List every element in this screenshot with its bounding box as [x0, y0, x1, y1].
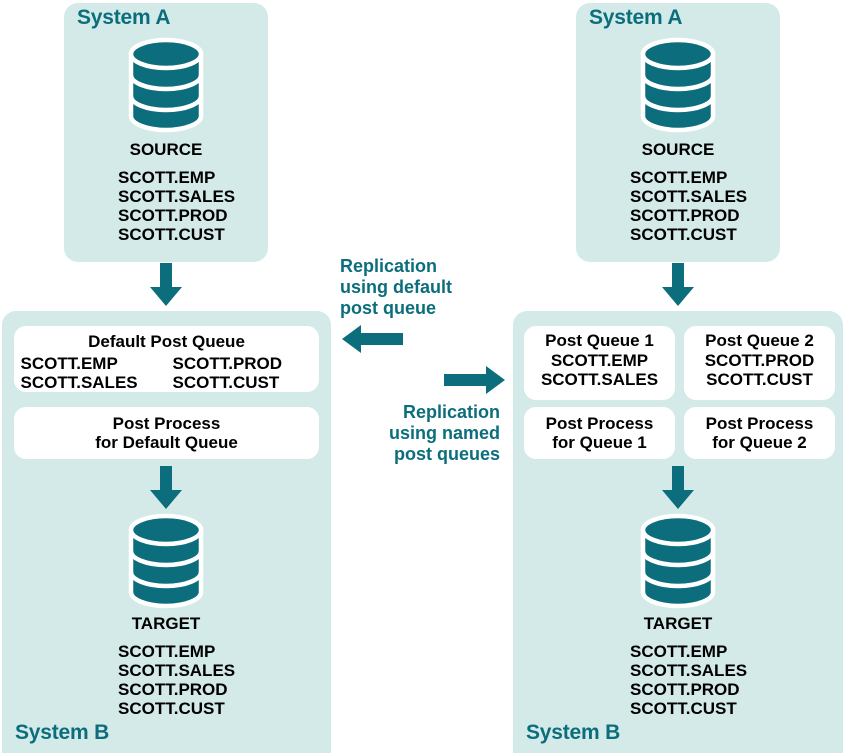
post-queue-2-title: Post Queue 2: [705, 331, 814, 350]
list-item: SCOTT.PROD: [172, 354, 283, 373]
named-replication-label: Replication using named post queues: [389, 402, 500, 465]
post-process-1-line-2: for Queue 1: [552, 433, 647, 452]
database-cylinder-icon: [639, 36, 717, 134]
list-item: SCOTT.EMP: [118, 642, 216, 661]
list-item: SCOTT.SALES: [630, 187, 748, 206]
list-item: SCOTT.PROD: [118, 680, 228, 699]
post-process-line-2: for Default Queue: [95, 433, 238, 452]
arrow-down-icon: [660, 263, 696, 307]
system-b-label-left: System B: [15, 721, 110, 744]
default-post-queue-card: Default Post Queue SCOTT.EMP SCOTT.PROD …: [14, 326, 319, 392]
arrow-down-icon: [148, 466, 184, 510]
list-item: SCOTT.SALES: [20, 373, 138, 392]
post-queue-1-title: Post Queue 1: [545, 331, 654, 350]
target-table-list-right: SCOTT.EMP SCOTT.SALES SCOTT.PROD SCOTT.C…: [630, 642, 747, 718]
list-item: SCOTT.CUST: [118, 699, 225, 718]
list-item: SCOTT.EMP: [550, 351, 649, 370]
target-table-list-left: SCOTT.EMP SCOTT.SALES SCOTT.PROD SCOTT.C…: [118, 642, 235, 718]
post-process-1-line-1: Post Process: [545, 414, 654, 433]
list-item: SCOTT.PROD: [630, 206, 740, 225]
list-item: SCOTT.CUST: [706, 370, 813, 389]
list-item: SCOTT.CUST: [118, 225, 225, 244]
default-replication-line-1: Replication: [340, 256, 438, 276]
list-item: SCOTT.EMP: [20, 354, 118, 373]
named-replication-line-3: post queues: [393, 444, 500, 464]
system-a-label-right: System A: [589, 6, 683, 29]
post-process-queue-1-card: Post Process for Queue 1: [524, 407, 675, 459]
list-item: SCOTT.SALES: [118, 187, 236, 206]
post-process-2-line-1: Post Process: [705, 414, 814, 433]
list-item: SCOTT.PROD: [630, 680, 740, 699]
list-item: SCOTT.SALES: [540, 370, 659, 389]
list-item: SCOTT.CUST: [172, 373, 280, 392]
list-item: SCOTT.PROD: [704, 351, 815, 370]
arrow-down-icon: [148, 263, 184, 307]
arrow-right-icon: [443, 365, 505, 395]
list-item: SCOTT.CUST: [630, 699, 737, 718]
default-replication-line-2: using default: [340, 277, 452, 297]
target-caption-left: TARGET: [131, 614, 201, 633]
list-item: SCOTT.EMP: [630, 168, 728, 187]
default-replication-line-3: post queue: [340, 298, 437, 318]
named-replication-line-1: Replication: [402, 402, 500, 422]
system-a-label-left: System A: [77, 6, 171, 29]
default-post-queue-title: Default Post Queue: [88, 332, 245, 351]
list-item: SCOTT.SALES: [630, 661, 748, 680]
target-caption-right: TARGET: [643, 614, 713, 633]
source-table-list-left: SCOTT.EMP SCOTT.SALES SCOTT.PROD SCOTT.C…: [118, 168, 235, 244]
list-item: SCOTT.EMP: [630, 642, 728, 661]
arrow-left-icon: [342, 324, 404, 354]
default-post-queue-tables: SCOTT.EMP SCOTT.PROD SCOTT.SALES SCOTT.C…: [21, 354, 313, 392]
arrow-down-icon: [660, 466, 696, 510]
default-replication-label: Replication using default post queue: [340, 256, 452, 319]
post-process-2-line-2: for Queue 2: [712, 433, 807, 452]
post-queue-1-card: Post Queue 1 SCOTT.EMP SCOTT.SALES: [524, 326, 675, 400]
database-cylinder-icon: [127, 36, 205, 134]
post-queue-2-card: Post Queue 2 SCOTT.PROD SCOTT.CUST: [684, 326, 835, 400]
default-post-process-card: Post Process for Default Queue: [14, 407, 319, 459]
system-b-label-right: System B: [526, 721, 621, 744]
database-cylinder-icon: [127, 512, 205, 610]
post-process-queue-2-card: Post Process for Queue 2: [684, 407, 835, 459]
source-caption-left: SOURCE: [129, 140, 203, 159]
list-item: SCOTT.SALES: [118, 661, 236, 680]
list-item: SCOTT.PROD: [118, 206, 228, 225]
named-replication-line-2: using named: [388, 423, 500, 443]
list-item: SCOTT.CUST: [630, 225, 737, 244]
source-caption-right: SOURCE: [641, 140, 715, 159]
list-item: SCOTT.EMP: [118, 168, 216, 187]
post-process-line-1: Post Process: [112, 414, 221, 433]
database-cylinder-icon: [639, 512, 717, 610]
source-table-list-right: SCOTT.EMP SCOTT.SALES SCOTT.PROD SCOTT.C…: [630, 168, 747, 244]
